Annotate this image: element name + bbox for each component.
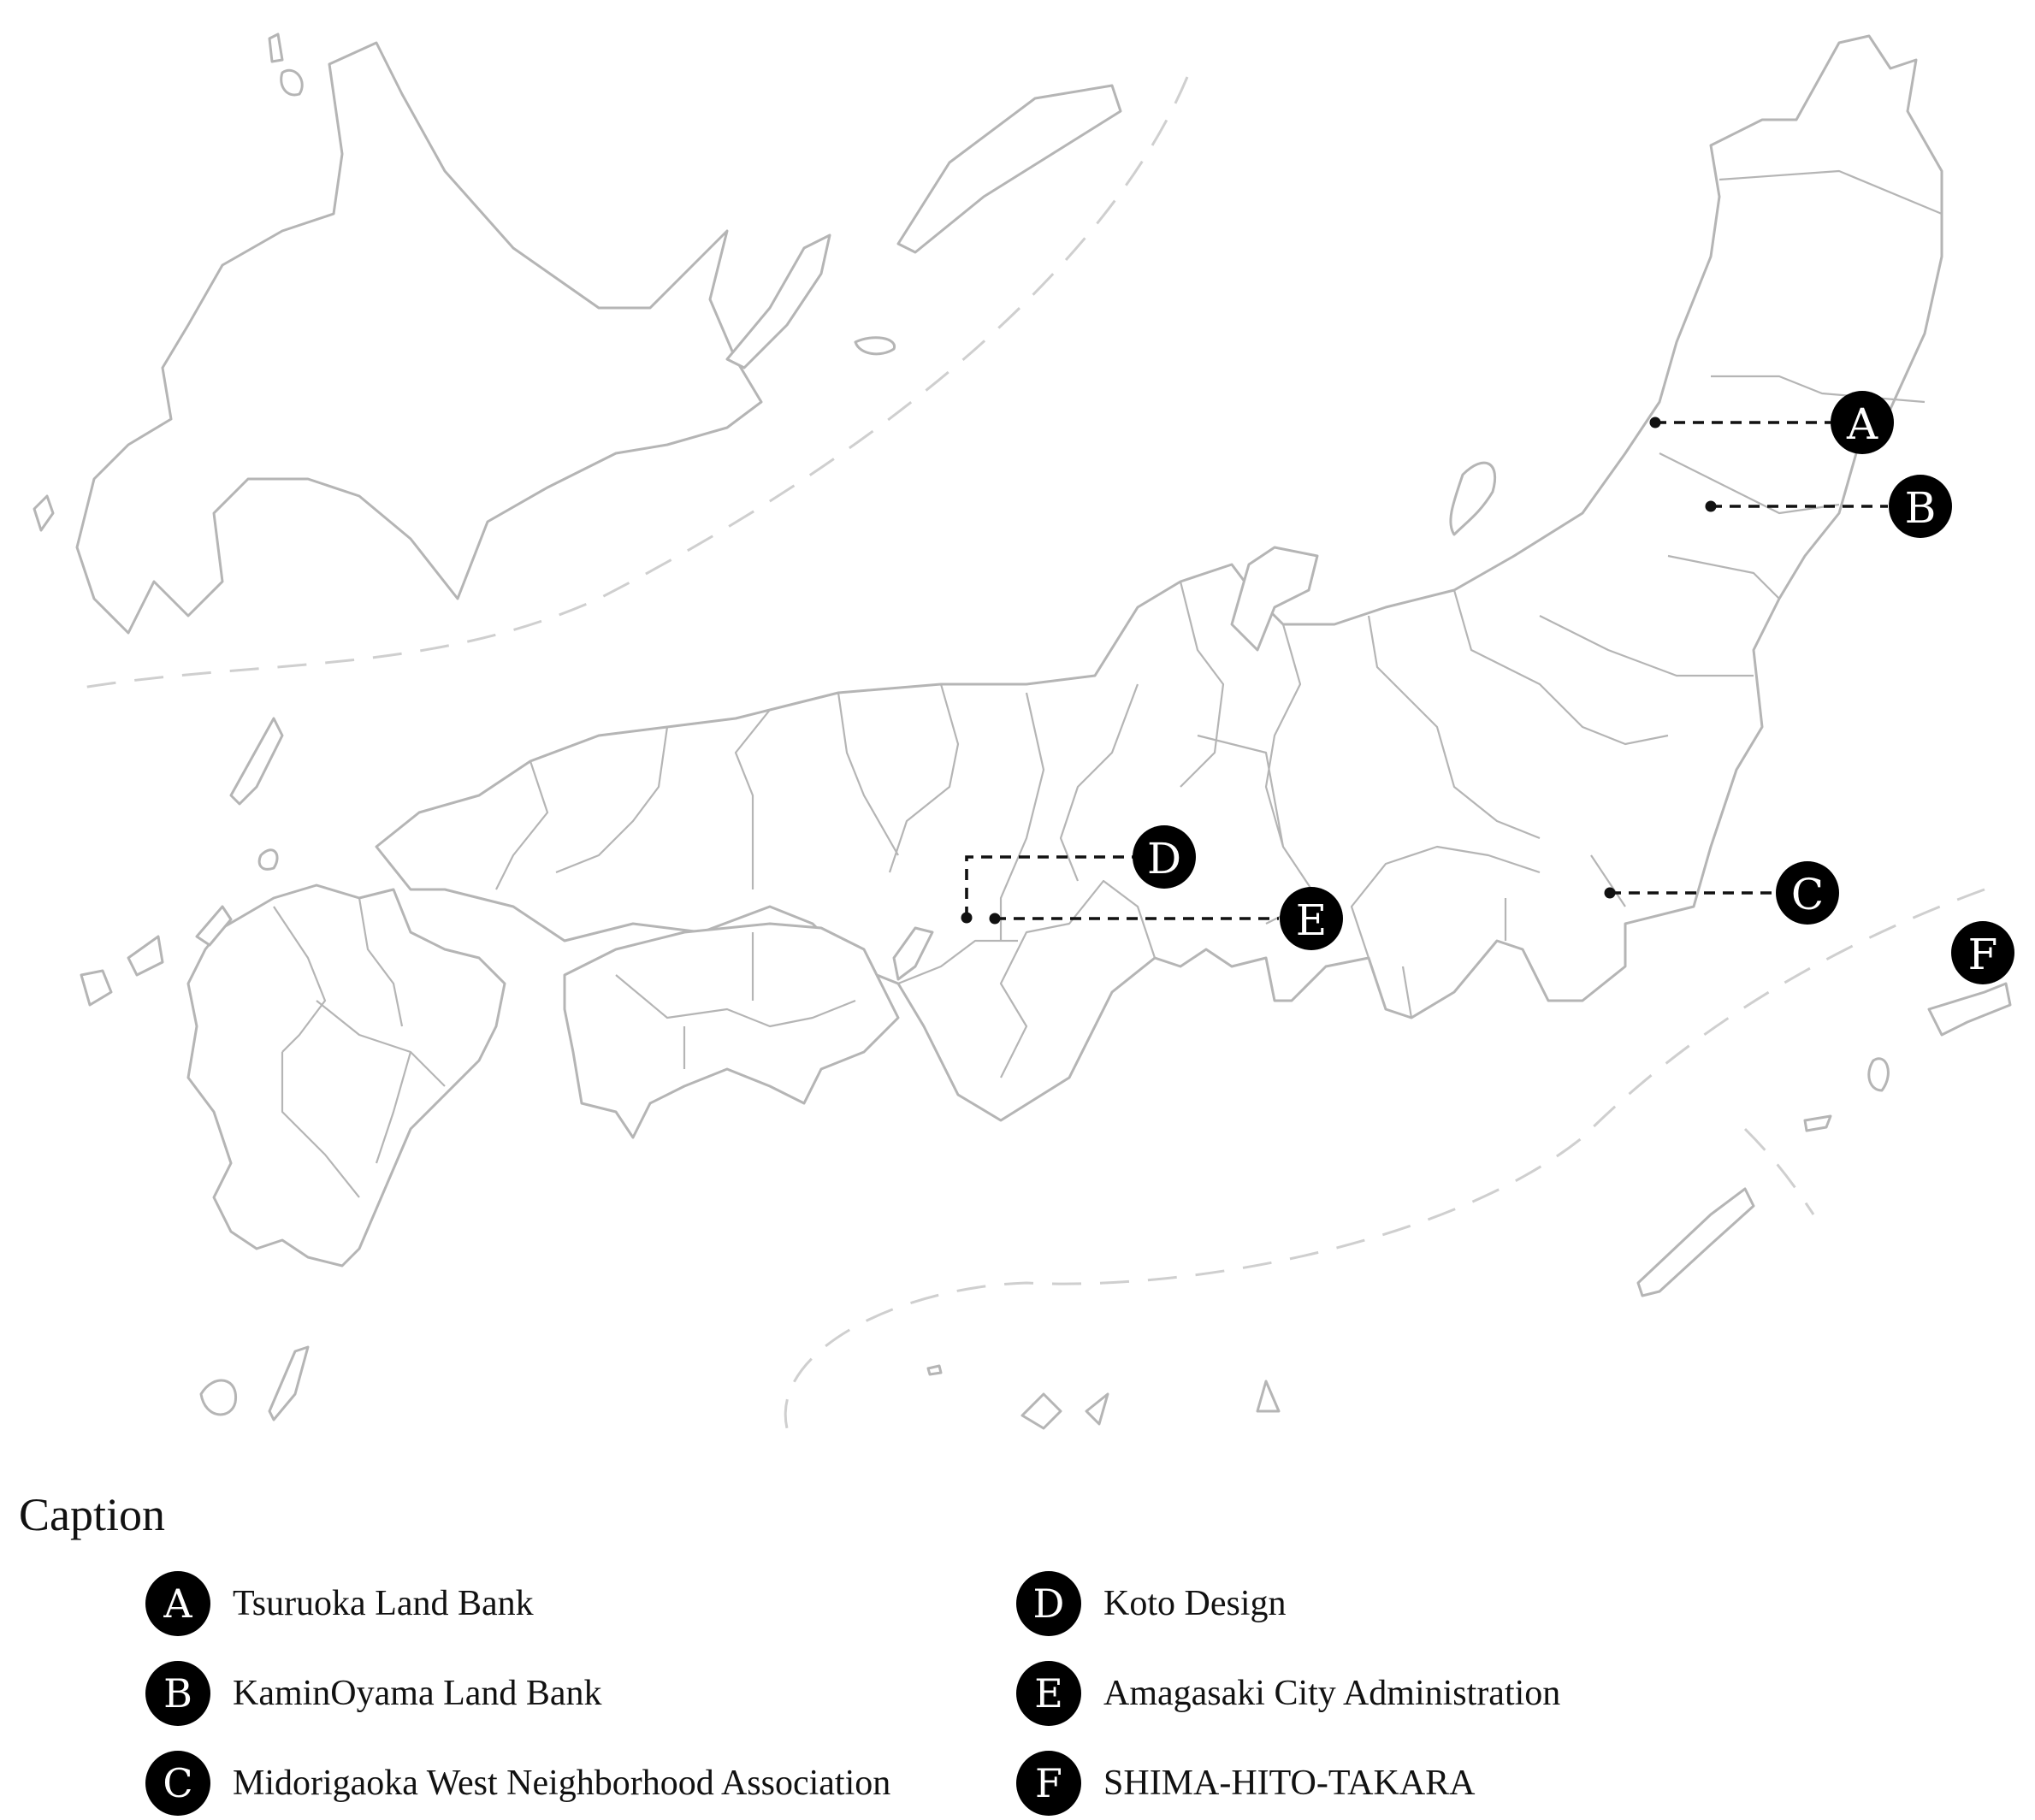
map-marker-a-letter: A	[1846, 399, 1878, 449]
legend-label-c: Midorigaoka West Neighborhood Associatio…	[233, 1764, 891, 1803]
islet	[257, 848, 279, 871]
legend-item-f: F SHIMA-HITO-TAKARA	[1016, 1749, 1476, 1817]
goto-island	[80, 969, 113, 1007]
islet	[926, 1364, 943, 1376]
caption-title: Caption	[19, 1489, 165, 1540]
legend-item-a: A Tsuruoka Land Bank	[145, 1569, 534, 1638]
trench-line	[784, 888, 1985, 1429]
izu-island	[1803, 1114, 1832, 1132]
map-marker-c[interactable]: C	[1776, 861, 1839, 925]
location-dot-c	[1604, 887, 1616, 899]
map-marker-b[interactable]: B	[1889, 475, 1952, 538]
rebun-island	[268, 32, 284, 63]
islet	[1020, 1392, 1062, 1430]
legend-label-d: Koto Design	[1103, 1584, 1287, 1623]
kuril-island	[896, 84, 1122, 254]
noto-peninsula	[1230, 546, 1319, 652]
map-marker-c-letter: C	[1791, 870, 1824, 919]
map-marker-f[interactable]: F	[1951, 921, 2014, 984]
islet	[1256, 1380, 1281, 1413]
legend-badge-f: F	[1016, 1751, 1081, 1816]
legend-item-c: C Midorigaoka West Neighborhood Associat…	[145, 1749, 890, 1817]
prefecture-border	[273, 897, 446, 1198]
tanegashima-island	[268, 1345, 310, 1421]
prefecture-border	[615, 932, 856, 1069]
legend-badge-c: C	[145, 1751, 210, 1816]
islet	[1085, 1392, 1109, 1426]
location-dot-a	[1649, 417, 1661, 428]
map-marker-e[interactable]: E	[1280, 887, 1343, 950]
map-marker-b-letter: B	[1905, 483, 1937, 533]
sado-island	[1449, 461, 1497, 536]
kuril-island	[725, 233, 831, 369]
japan-map: A B C D E F	[33, 32, 2014, 1430]
legend-badge-e: E	[1016, 1661, 1081, 1726]
okushiri-island	[33, 494, 55, 532]
map-marker-e-letter: E	[1296, 895, 1328, 945]
leader-line-d	[965, 855, 1133, 918]
legend-badge-b: B	[145, 1661, 210, 1726]
location-dot-d	[961, 912, 973, 924]
izu-island	[1927, 982, 2012, 1037]
awaji-island	[892, 926, 934, 981]
islet	[854, 336, 896, 356]
legend-item-e: E Amagasaki City Administration	[1016, 1659, 1560, 1728]
legend-label-f: SHIMA-HITO-TAKARA	[1103, 1764, 1476, 1803]
legend-item-d: D Koto Design	[1016, 1569, 1287, 1638]
trench-line	[1743, 1127, 1815, 1215]
yakushima-island	[199, 1379, 237, 1416]
map-marker-d-letter: D	[1147, 834, 1181, 883]
legend-label-b: KaminOyama Land Bank	[233, 1674, 602, 1713]
location-dot-e	[989, 913, 1001, 925]
legend-label-e: Amagasaki City Administration	[1103, 1674, 1561, 1713]
legend-badge-d: D	[1016, 1571, 1081, 1636]
goto-island	[195, 905, 233, 947]
map-marker-a[interactable]: A	[1831, 391, 1894, 454]
tsushima-island	[229, 717, 284, 806]
map-marker-d[interactable]: D	[1133, 825, 1196, 889]
legend-label-a: Tsuruoka Land Bank	[233, 1584, 534, 1623]
kyushu-island	[186, 883, 506, 1268]
location-dot-b	[1705, 500, 1717, 512]
goto-island	[127, 935, 164, 977]
islet	[280, 69, 304, 97]
honshu-island	[375, 34, 1943, 1122]
legend-badge-a: A	[145, 1571, 210, 1636]
map-marker-f-letter: F	[1968, 930, 1998, 979]
hokkaido-island	[75, 41, 763, 635]
shikoku-island	[563, 922, 900, 1139]
prefecture-border	[495, 169, 1943, 1078]
izu-island	[1867, 1057, 1890, 1092]
legend-item-b: B KaminOyama Land Bank	[145, 1659, 602, 1728]
kii-island	[1636, 1187, 1755, 1297]
